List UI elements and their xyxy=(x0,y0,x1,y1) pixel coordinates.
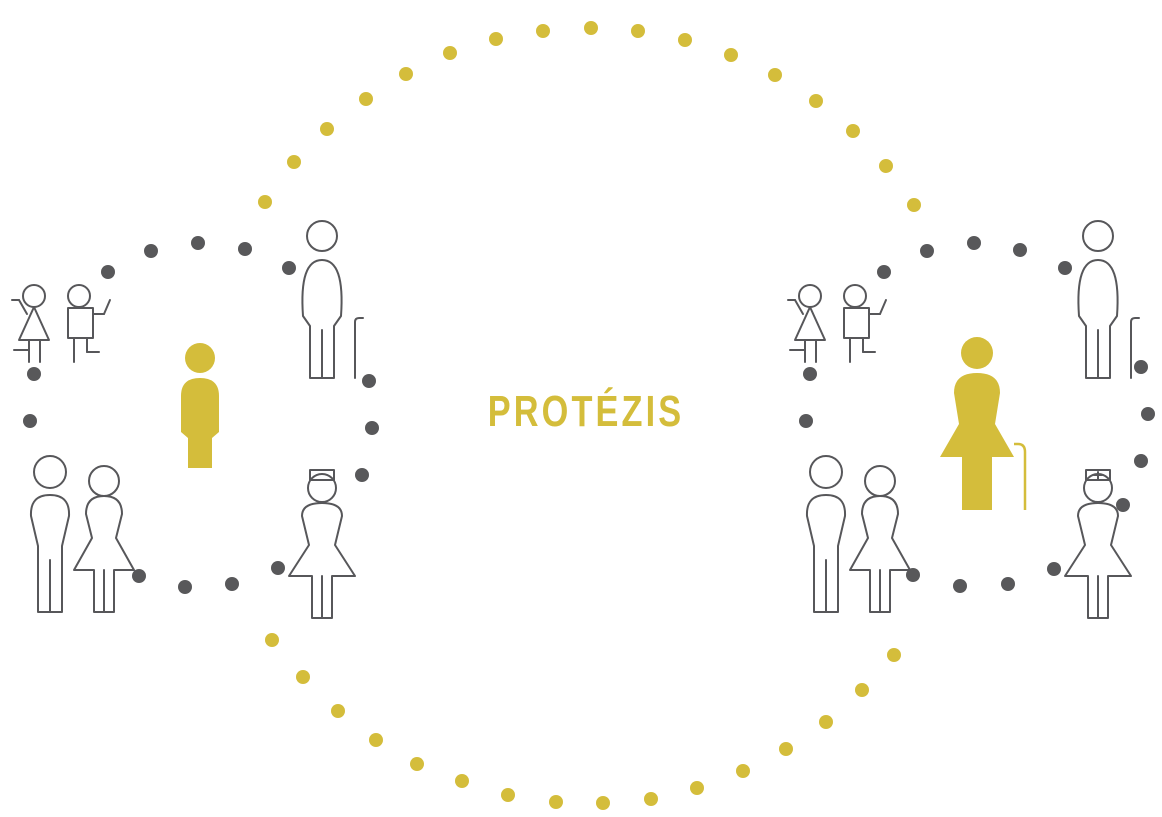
left-highlight-man-icon xyxy=(181,343,219,468)
right-elderly-man-icon xyxy=(1077,220,1140,379)
right-dark-dot-ring xyxy=(799,236,1155,593)
left-couple-icon xyxy=(29,455,136,613)
left-children-icon xyxy=(11,284,111,363)
left-elderly-man-icon xyxy=(301,220,364,379)
right-children-icon xyxy=(787,284,887,363)
right-couple-icon xyxy=(805,455,911,613)
center-title: PROTÉZIS xyxy=(487,387,685,436)
outer-yellow-dot-ring xyxy=(258,21,921,810)
right-nurse-icon xyxy=(1064,469,1132,619)
left-nurse-icon xyxy=(288,469,356,619)
left-dark-dot-ring xyxy=(23,236,379,594)
right-highlight-elderly-woman-icon xyxy=(940,337,1027,510)
